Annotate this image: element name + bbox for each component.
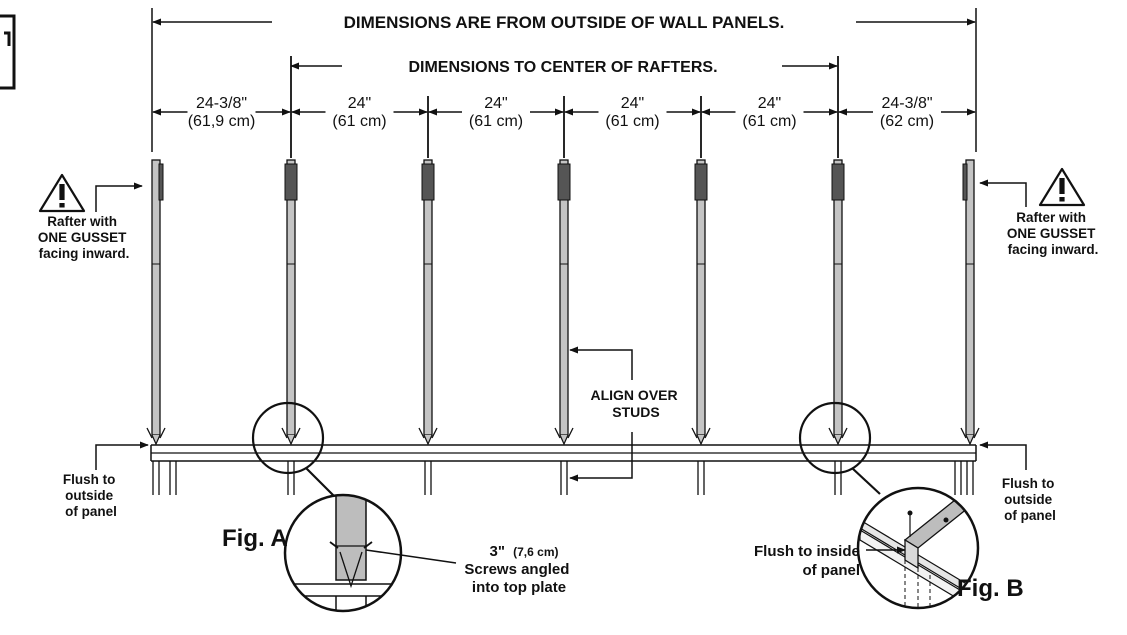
rafter: [146, 159, 166, 446]
fig-a-label: Fig. A: [222, 525, 288, 552]
screw-icon: [691, 427, 711, 439]
detail-b-connector: [851, 467, 881, 495]
corner-frame: [0, 14, 16, 90]
dim-metric-label: (62 cm): [880, 113, 934, 130]
screw-head-icon: [329, 541, 373, 549]
corner-mark: [4, 31, 11, 46]
align-leader-top: [569, 346, 633, 380]
screws-size: 3" (7,6 cm): [490, 543, 559, 560]
left-rafter-leader: [95, 182, 143, 212]
dim-metric-label: (61 cm): [469, 113, 523, 130]
rafter-dimensions: 24-3/8"(61,9 cm)24"(61 cm)24"(61 cm)24"(…: [152, 56, 976, 158]
align-leader-bottom: [569, 432, 633, 482]
center-dim-note: DIMENSIONS TO CENTER OF RAFTERS.: [408, 59, 717, 76]
dim-metric-label: (61 cm): [605, 113, 659, 130]
dim-metric-label: (61,9 cm): [188, 113, 256, 130]
rafter-body: [151, 159, 161, 436]
gusset: [962, 163, 968, 201]
dim-imperial-label: 24": [484, 95, 507, 112]
rafter-body: [559, 159, 569, 436]
right-rafter-leader: [979, 179, 1027, 207]
gusset: [694, 163, 708, 201]
fig-b-detail: [856, 486, 980, 610]
gusset: [557, 163, 571, 201]
flush-right-leader: [979, 441, 1027, 470]
rafter-body: [833, 159, 843, 436]
align-over-studs-callout: ALIGN OVER STUDS: [590, 387, 681, 420]
detail-b-marker: [798, 401, 872, 475]
rafter: [554, 159, 574, 446]
dim-metric-label: (61 cm): [742, 113, 796, 130]
rafter-heel: [151, 434, 161, 446]
rafter-heel: [423, 434, 433, 446]
right-rafter-callout: Rafter with ONE GUSSET facing inward.: [1007, 210, 1099, 257]
screw-icon: [828, 427, 848, 439]
rafter-heel: [696, 434, 706, 446]
wall-top-plate: [150, 444, 977, 462]
dim-imperial-label: 24-3/8": [196, 95, 247, 112]
gusset: [158, 163, 164, 201]
rafter-body: [286, 159, 296, 436]
rafter-heel: [559, 434, 569, 446]
fig-b-label: Fig. B: [957, 575, 1024, 602]
rafter-body: [696, 159, 706, 436]
rafter: [828, 159, 848, 446]
rafter-heel: [833, 434, 843, 446]
gusset: [421, 163, 435, 201]
overall-dim-note: DIMENSIONS ARE FROM OUTSIDE OF WALL PANE…: [344, 13, 785, 32]
screws-callout: Screws angled into top plate: [464, 561, 573, 596]
dim-metric-label: (61 cm): [332, 113, 386, 130]
detail-a-marker: [251, 401, 325, 475]
rafters: [146, 159, 980, 446]
dim-imperial-label: 24": [758, 95, 781, 112]
gusset: [831, 163, 845, 201]
flush-right-callout: Flush to outside of panel: [1002, 476, 1058, 523]
wall-studs: [152, 461, 974, 495]
screw-icon: [281, 427, 301, 439]
gusset: [284, 163, 298, 201]
screws-leader: [365, 549, 457, 564]
dim-imperial-label: 24": [621, 95, 644, 112]
warning-triangle-icon: [1038, 167, 1086, 207]
flush-left-leader: [95, 441, 149, 470]
rafter: [960, 159, 980, 446]
rafter: [418, 159, 438, 446]
rafter-body: [965, 159, 975, 436]
screw-icon: [960, 427, 980, 439]
screw-icon: [146, 427, 166, 439]
rafter-heel: [286, 434, 296, 446]
screw-icon: [554, 427, 574, 439]
flush-inside-callout: Flush to inside of panel: [754, 543, 864, 579]
detail-a-connector: [305, 467, 335, 497]
warning-triangle-icon: [38, 173, 86, 213]
rafter-body: [423, 159, 433, 436]
rafter: [281, 159, 301, 446]
rafter: [691, 159, 711, 446]
rafter-heel: [965, 434, 975, 446]
dim-imperial-label: 24-3/8": [881, 95, 932, 112]
screw-icon: [418, 427, 438, 439]
left-rafter-callout: Rafter with ONE GUSSET facing inward.: [38, 214, 130, 261]
flush-left-callout: Flush to outside of panel: [63, 472, 119, 519]
dim-imperial-label: 24": [348, 95, 371, 112]
